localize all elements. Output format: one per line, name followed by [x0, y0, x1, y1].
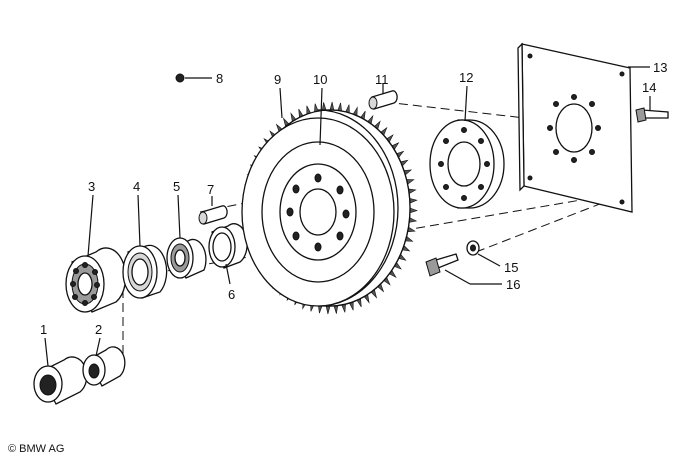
part-14-bolt	[635, 107, 669, 123]
part-12-spacer-disc	[429, 119, 505, 209]
part-8-ball	[175, 73, 185, 83]
callout-12: 12	[459, 70, 473, 85]
callout-7: 7	[207, 182, 214, 197]
callout-13: 13	[653, 60, 667, 75]
callout-4: 4	[133, 179, 140, 194]
callout-11: 11	[375, 72, 389, 87]
copyright-notice: © BMW AG	[8, 443, 65, 455]
part-7-dowel-pin	[198, 205, 228, 225]
leader-lines	[44, 66, 651, 367]
part-16-bolt	[425, 253, 459, 277]
callout-2: 2	[95, 322, 102, 337]
part-11-pin	[368, 90, 398, 110]
callout-8: 8	[216, 71, 223, 86]
part-15-washer	[466, 240, 480, 256]
callout-1: 1	[40, 322, 47, 337]
callout-5: 5	[173, 179, 180, 194]
callout-10: 10	[313, 72, 327, 87]
part-10-gear-flywheel	[241, 101, 418, 315]
callout-14: 14	[642, 80, 656, 95]
part-6-ring	[208, 223, 248, 269]
callout-labels: 1 2 3 4 5 6 7 8 9 10 11 12 13 14 15 16	[40, 60, 667, 337]
callout-3: 3	[88, 179, 95, 194]
part-4-shaft-seal	[122, 244, 168, 299]
part-3-ball-bearing	[65, 247, 127, 313]
callout-9: 9	[274, 72, 281, 87]
part-2-bushing	[82, 346, 126, 387]
part-5-needle-bearing	[166, 237, 207, 279]
part-1-sleeve	[33, 356, 88, 405]
callout-6: 6	[228, 287, 235, 302]
callout-16: 16	[506, 277, 520, 292]
callout-15: 15	[504, 260, 518, 275]
part-13-flex-plate	[517, 42, 633, 213]
